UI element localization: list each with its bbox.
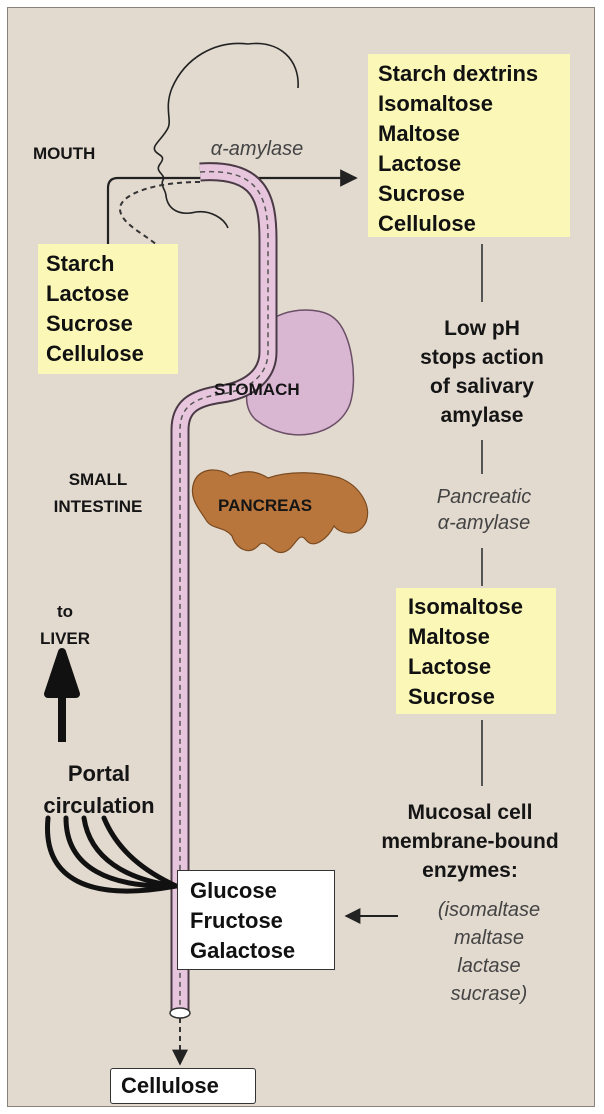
connector-line [481,440,483,474]
list-item: Sucrose [408,682,544,712]
list-item: Starch [46,249,170,279]
pancreatic-products-box: Isomaltose Maltose Lactose Sucrose [396,588,556,714]
list-item: Lactose [378,149,560,179]
label-to: to [30,598,100,625]
note-line: Mucosal cell [342,798,598,827]
enzyme-line: sucrase) [404,980,574,1008]
to-liver-arrow [48,652,76,742]
list-item: Fructose [190,906,322,936]
label-mouth: MOUTH [33,144,95,164]
list-item: Galactose [190,936,322,966]
label-pancreas: PANCREAS [218,496,312,516]
mucosal-enzymes: (isomaltase maltase lactase sucrase) [404,896,574,1008]
note-line: membrane-bound [342,827,598,856]
low-ph-note: Low pH stops action of salivary amylase [384,314,580,430]
portal-vessels [47,818,176,891]
list-item: Maltose [408,622,544,652]
connector-line [481,548,483,586]
note-line: Low pH [384,314,580,343]
label-small-intestine: SMALL INTESTINE [28,466,168,520]
label-circulation: circulation [24,790,174,822]
note-line: enzymes: [342,856,598,885]
list-item: Cellulose [46,339,170,369]
note-line: amylase [384,401,580,430]
monosaccharides-box: Glucose Fructose Galactose [177,870,335,970]
mouth-arrow [108,178,356,244]
label-small: SMALL [28,466,168,493]
list-item: Cellulose [378,209,560,239]
gi-exit [170,1008,190,1018]
list-item: Starch dextrins [378,59,560,89]
label-to-liver: to LIVER [30,598,100,652]
pancreatic-amylase-label: Pancreatic α-amylase [386,484,582,536]
list-item: Glucose [190,876,322,906]
list-item: Maltose [378,119,560,149]
enzyme-line: Pancreatic [386,484,582,510]
list-item: Lactose [408,652,544,682]
enzyme-line: lactase [404,952,574,980]
connector-line [481,720,483,786]
salivary-products-box: Starch dextrins Isomaltose Maltose Lacto… [368,54,570,237]
label-portal: Portal [24,758,174,790]
label-intestine: INTESTINE [28,493,168,520]
note-line: stops action [384,343,580,372]
enzyme-line: α-amylase [386,510,582,536]
list-item: Sucrose [46,309,170,339]
face-back [248,43,298,88]
enzyme-line: maltase [404,924,574,952]
list-item: Sucrose [378,179,560,209]
label-liver: LIVER [30,625,100,652]
label-stomach: STOMACH [214,380,300,400]
connector-line [481,244,483,302]
list-item: Isomaltose [408,592,544,622]
enzyme-line: (isomaltase [404,896,574,924]
list-item: Isomaltose [378,89,560,119]
label-portal-circulation: Portal circulation [24,758,174,822]
mouth-substrates-box: Starch Lactose Sucrose Cellulose [38,244,178,374]
mucosal-note: Mucosal cell membrane-bound enzymes: [342,798,598,885]
note-line: of salivary [384,372,580,401]
list-item: Lactose [46,279,170,309]
label-alpha-amylase: α-amylase [182,136,332,162]
cellulose-residue-box: Cellulose [110,1068,256,1104]
